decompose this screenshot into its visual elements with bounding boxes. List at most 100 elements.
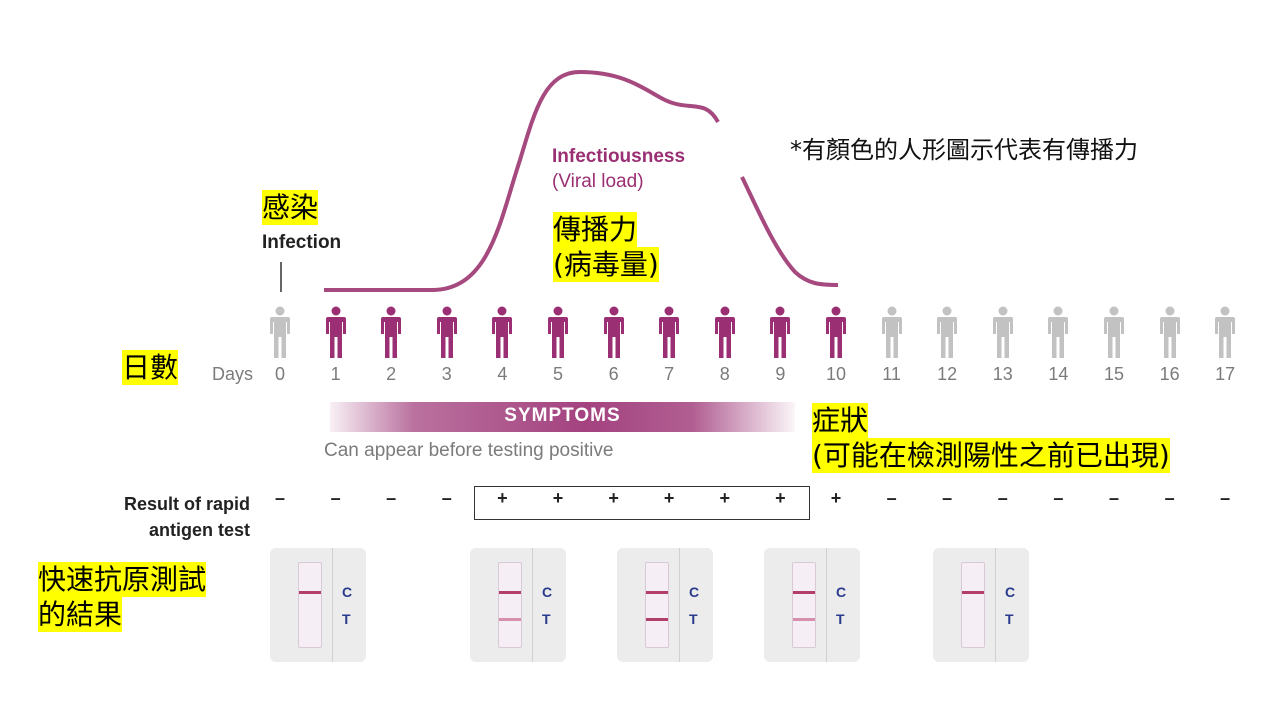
days-label: Days: [212, 364, 254, 384]
rapid-test-label-line1: Result of rapid: [123, 494, 250, 514]
infection-label: Infection: [262, 232, 342, 253]
day-number: 17: [1215, 364, 1236, 384]
day-number: 1: [330, 364, 341, 384]
kit-divider: [679, 548, 680, 662]
person-icon: [380, 306, 402, 358]
infectiousness-label-cn: 傳播力 (病毒量): [553, 212, 659, 282]
test-result: +: [663, 488, 675, 508]
symptoms-label: SYMPTOMS: [504, 405, 621, 426]
test-letter: T: [836, 611, 845, 627]
test-strip: [961, 562, 985, 648]
day-number: 10: [825, 364, 847, 384]
days-label-cn: 日數: [122, 350, 179, 385]
day-number: 14: [1048, 364, 1069, 384]
test-result: –: [274, 488, 285, 508]
day-number: 12: [937, 364, 958, 384]
rapid-test-label-cn: 快速抗原測試 的結果: [38, 562, 207, 632]
kit-divider: [532, 548, 533, 662]
day-number: 7: [664, 364, 675, 384]
rapid-test-label-line2: antigen test: [148, 520, 250, 540]
test-letter: T: [689, 611, 698, 627]
infection-label-cn: 感染: [262, 190, 319, 225]
control-line: [646, 591, 668, 594]
control-letter: C: [836, 584, 847, 600]
test-result: –: [1220, 488, 1231, 508]
viral-load-curve-line-tail: [740, 176, 839, 287]
control-line: [299, 591, 321, 594]
test-result: –: [942, 488, 953, 508]
person-icon: [603, 306, 625, 358]
person-icon: [881, 306, 903, 358]
symptoms-caption: Can appear before testing positive: [324, 440, 614, 461]
viral-load-curve-line: [324, 69, 720, 292]
day-number: 16: [1159, 364, 1180, 384]
control-letter: C: [689, 584, 700, 600]
rapid-test-label-cn-line2: 的結果: [38, 597, 123, 632]
legend-note: *有顏色的人形圖示代表有傳播力: [790, 136, 1138, 164]
day-number: 9: [775, 364, 786, 384]
day-number: 2: [386, 364, 397, 384]
person-icon: [491, 306, 513, 358]
person-icon: [1047, 306, 1069, 358]
symptoms-label-cn: 症狀 (可能在檢測陽性之前已出現): [812, 403, 1170, 473]
test-strip: [645, 562, 669, 648]
day-number: 0: [274, 364, 285, 384]
day-number: 6: [608, 364, 619, 384]
person-icon: [1214, 306, 1236, 358]
test-result: –: [1053, 488, 1064, 508]
test-line: [793, 618, 815, 621]
rapid-test-label-cn-line1: 快速抗原測試: [38, 562, 207, 597]
test-result: +: [719, 488, 731, 508]
control-line: [793, 591, 815, 594]
test-result: +: [552, 488, 564, 508]
test-strip: [792, 562, 816, 648]
positive-results-box: [474, 486, 810, 520]
test-letter: T: [342, 611, 351, 627]
test-result: +: [497, 488, 508, 508]
test-line: [646, 618, 668, 621]
test-result: –: [997, 488, 1008, 508]
person-icon: [1103, 306, 1125, 358]
kit-divider: [332, 548, 333, 662]
test-result: +: [608, 488, 619, 508]
viral-load-label: (Viral load): [552, 171, 644, 192]
person-icon: [325, 306, 347, 358]
person-icon: [1159, 306, 1181, 358]
person-icon: [992, 306, 1014, 358]
test-result: –: [386, 488, 397, 508]
day-number: 3: [441, 364, 452, 384]
person-icon: [269, 306, 291, 358]
test-letter: T: [542, 611, 551, 627]
control-line: [499, 591, 521, 594]
person-icon: [769, 306, 791, 358]
day-number: 11: [882, 364, 901, 384]
person-icon: [825, 306, 847, 358]
control-letter: C: [1005, 584, 1016, 600]
person-icon: [436, 306, 458, 358]
test-strip: [298, 562, 322, 648]
infectiousness-label: Infectiousness: [552, 146, 686, 167]
person-icon: [547, 306, 569, 358]
test-strip: [498, 562, 522, 648]
control-letter: C: [542, 584, 553, 600]
day-number: 4: [497, 364, 508, 384]
control-line: [962, 591, 984, 594]
test-result: +: [830, 488, 842, 508]
test-result: –: [441, 488, 452, 508]
infectiousness-label-cn-line1: 傳播力: [553, 212, 638, 247]
test-result: –: [330, 488, 341, 508]
person-icon: [658, 306, 680, 358]
kit-divider: [995, 548, 996, 662]
day-number: 15: [1103, 364, 1125, 384]
kit-divider: [826, 548, 827, 662]
person-icon: [936, 306, 958, 358]
test-result: +: [775, 488, 786, 508]
test-result: –: [1108, 488, 1119, 508]
test-result: –: [1164, 488, 1175, 508]
test-letter: T: [1005, 611, 1014, 627]
